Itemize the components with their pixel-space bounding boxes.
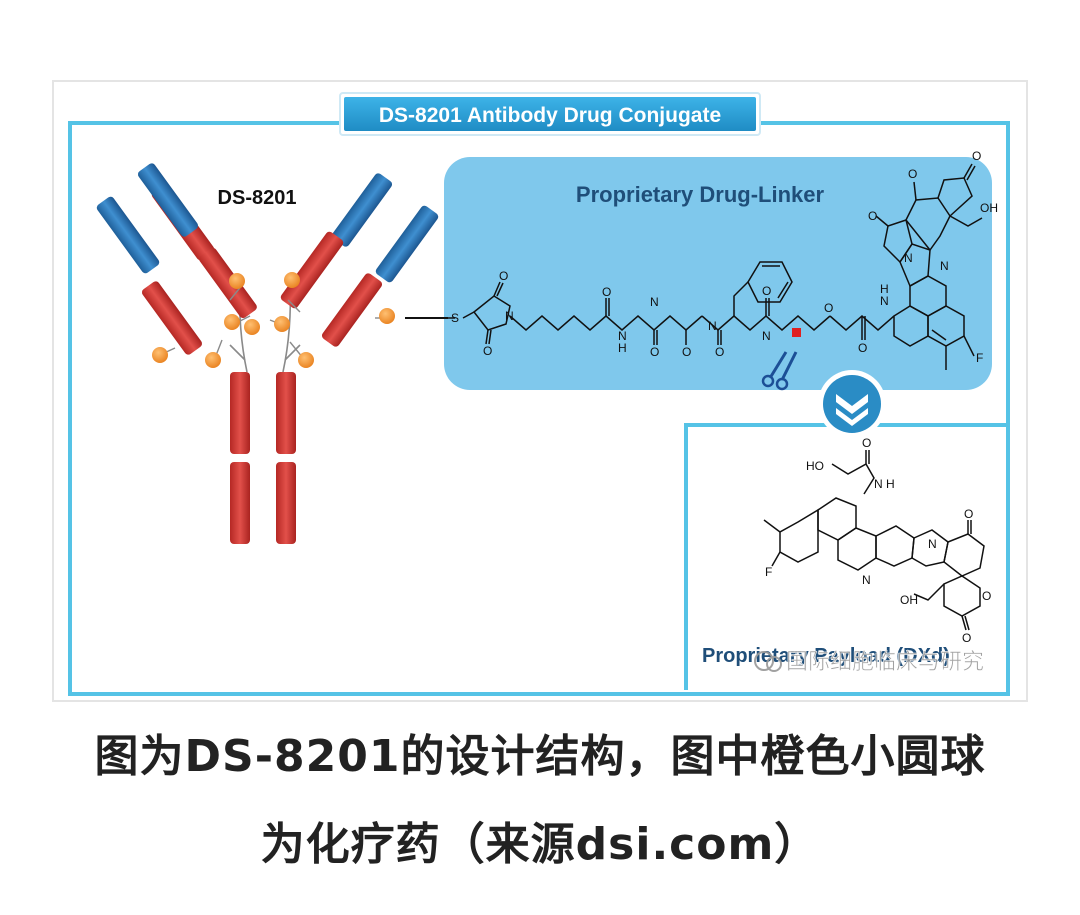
light-chain-left-outer [137,163,199,237]
svg-text:O: O [715,345,724,359]
svg-text:O: O [650,345,659,359]
drug-sphere [229,273,245,289]
svg-text:OH: OH [900,593,918,607]
release-arrow-icon [818,370,886,438]
drug-sphere [224,314,240,330]
drug-sphere [205,352,221,368]
banner-title: DS-8201 Antibody Drug Conjugate [379,104,721,127]
svg-text:N: N [874,477,883,491]
drug-sphere [284,272,300,288]
drug-sphere [274,316,290,332]
svg-text:O: O [682,345,691,359]
svg-text:N: N [928,537,937,551]
linker-molecule [448,163,983,370]
watermark: 国际细胞临床与研究 [754,650,984,675]
heavy-chain-fab-right-upper [280,231,344,309]
light-chain-right-outer [375,205,439,283]
svg-text:N: N [618,329,627,343]
heavy-chain-fc-right-lower [276,462,296,544]
svg-text:N: N [940,259,949,273]
drug-linker-panel [444,157,992,390]
watermark-text: 国际细胞临床与研究 [786,650,984,675]
svg-text:N: N [862,573,871,587]
svg-text:O: O [602,285,611,299]
svg-text:OH: OH [980,201,998,215]
svg-text:N: N [708,319,717,333]
svg-text:O: O [962,631,971,645]
svg-text:HO: HO [806,459,824,473]
svg-text:O: O [868,209,877,223]
svg-text:F: F [976,351,983,365]
adc-diagram: DS-8201 Antibody Drug Conjugate Propriet… [68,92,1010,696]
drug-sphere [244,319,260,335]
heavy-chain-fab-left-lower [199,247,257,319]
caption-line-1: 图为DS-8201的设计结构，图中橙色小圆球 [94,731,986,782]
antibody-label: DS-8201 [218,187,297,209]
svg-text:O: O [972,149,981,163]
svg-text:O: O [824,301,833,315]
drug-sphere [152,347,168,363]
svg-text:N: N [904,251,913,265]
svg-text:O: O [762,284,771,298]
svg-text:N: N [762,329,771,343]
scissors-icon [761,328,801,391]
heavy-chain-left-outer [141,281,203,355]
svg-text:O: O [908,167,917,181]
heavy-chain-fc-left-lower [230,462,250,544]
svg-text:O: O [483,344,492,358]
svg-text:S: S [451,311,459,325]
heavy-chain-fab-right-lower [321,273,383,347]
svg-text:O: O [499,269,508,283]
svg-text:O: O [862,436,871,450]
antibody: DS-8201 [96,163,448,544]
svg-text:H: H [886,477,895,491]
heavy-chain-fc-right-upper [276,372,296,454]
svg-text:F: F [765,565,772,579]
payload-title: Proprietary Payload (DXd) [702,645,950,667]
linker-title: Proprietary Drug-Linker [576,182,825,207]
payload-molecule [763,450,985,631]
svg-text:H: H [880,282,889,296]
svg-text:N: N [650,295,659,309]
svg-text:H: H [618,341,627,355]
payload-atom-labels: HO O N H F N N O O O OH [765,436,991,645]
heavy-chain-fc-left-upper [230,372,250,454]
svg-text:N: N [880,294,889,308]
light-chain-left-upper [96,196,160,274]
drug-payload-spheres [152,272,395,368]
drug-sphere [379,308,395,324]
svg-text:O: O [858,341,867,355]
payload-box-border [684,423,1008,690]
title-banner: DS-8201 Antibody Drug Conjugate [339,92,761,136]
svg-text:O: O [964,507,973,521]
linker-atom-labels: S N O O O N H O N O N O N O O O N H N N … [451,149,998,365]
svg-text:N: N [505,309,514,323]
caption-line-2: 为化疗药（来源dsi.com） [260,819,820,870]
svg-text:O: O [982,589,991,603]
drug-sphere [298,352,314,368]
light-chain-right-upper [331,173,393,247]
